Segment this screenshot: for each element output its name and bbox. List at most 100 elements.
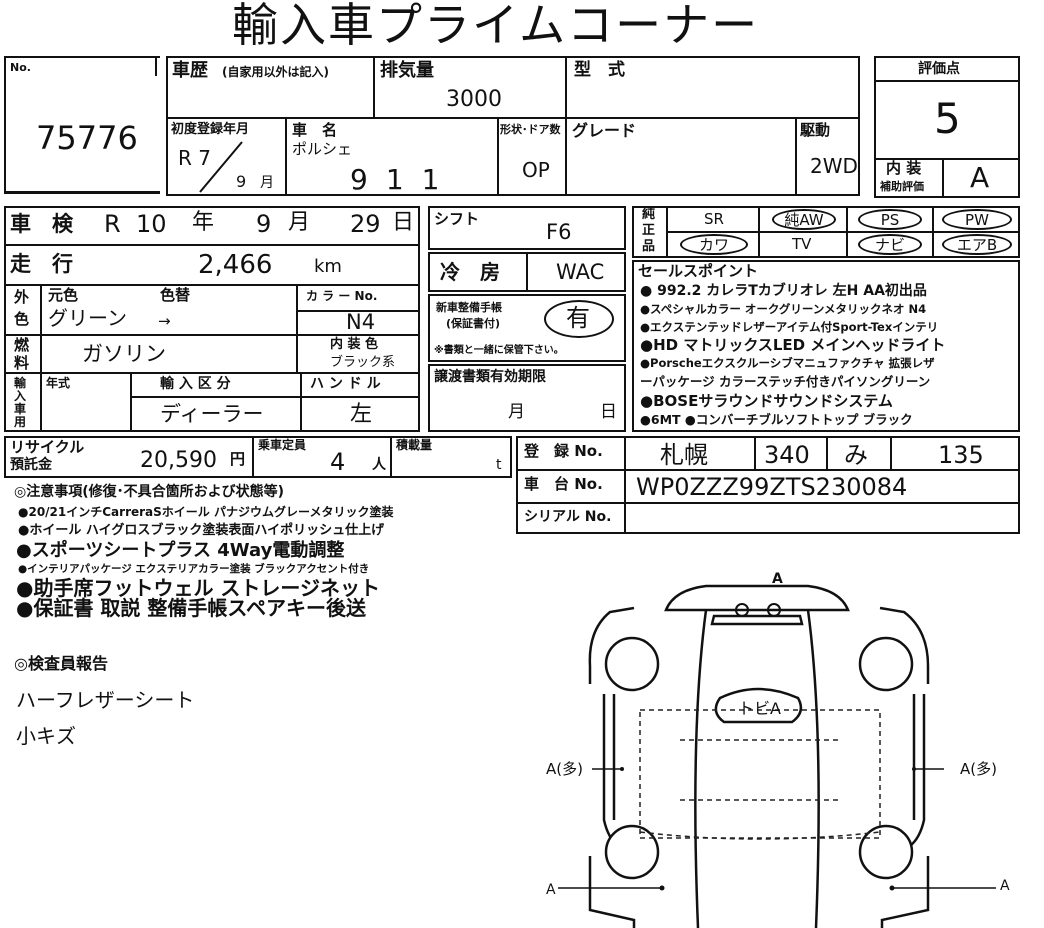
shift-value: F6 [546, 220, 572, 244]
transfer-doc-box [428, 364, 626, 432]
note-3: ●スポーツシートプラス 4Way電動調整 [16, 540, 345, 561]
lot-number-label: No. [10, 61, 31, 74]
shift-label: シフト [434, 210, 480, 228]
serial-label: シリアル No. [524, 509, 612, 525]
inspection-year: 10 [136, 210, 167, 238]
inspection-month-unit: 月 [288, 210, 311, 235]
first-reg-month-unit: 月 [260, 175, 274, 191]
registration-box [516, 436, 1020, 534]
import-side-3: 車 [14, 402, 27, 416]
recycle-label-1: リサイクル [10, 438, 85, 456]
shift-box [428, 206, 626, 250]
equip-aw-oval: 純AW [772, 209, 836, 230]
equipment-side-1: 純 [642, 207, 656, 222]
maker: ポルシェ [292, 140, 353, 158]
history-note: (自家用以外は記入) [222, 65, 329, 79]
diagram-mark-top: A [772, 571, 783, 587]
sales-point-8: ●6MT ●コンバーチブルソフトトップ ブラック [640, 412, 913, 427]
displacement-value: 3000 [446, 87, 502, 112]
import-class-label: 輸 入 区 分 [160, 376, 231, 392]
first-reg-label: 初度登録年月 [171, 122, 250, 137]
service-label-1: 新車整備手帳 [436, 301, 502, 314]
exterior-side-1: 外 [14, 288, 30, 306]
import-side-4: 用 [14, 415, 27, 429]
mileage-value: 2,466 [198, 250, 273, 280]
lot-number: 75776 [36, 119, 138, 157]
inspection-day-unit: 日 [392, 210, 415, 235]
equip-navi: ナビ [874, 236, 905, 254]
recycle-label-2: 預託金 [10, 457, 52, 473]
inspector-note-1: ハーフレザーシート [16, 688, 195, 712]
note-4: ●インテリアパッケージ エクステリアカラー塗装 ブラックアクセント付き [18, 563, 370, 575]
service-value-oval [544, 300, 614, 338]
equip-tv: TV [792, 235, 812, 253]
capacity-unit: 人 [372, 457, 386, 473]
capacity-label: 乗車定員 [258, 438, 307, 452]
diagram-mark-left-side: A(多) [546, 760, 583, 778]
ac-label: 冷 房 [440, 260, 500, 284]
inspection-label: 車 検 [10, 212, 73, 236]
inspector-heading: ◎検査員報告 [14, 654, 108, 673]
recycle-unit: 円 [230, 450, 246, 468]
equip-ps: PS [880, 211, 900, 229]
fuel-side-1: 燃 [14, 336, 30, 354]
diagram-mark-right-side: A(多) [960, 760, 997, 778]
color-no-label: カ ラ ー No. [306, 289, 378, 303]
interior-grade: A [970, 161, 990, 194]
inspection-month: 9 [256, 210, 272, 238]
ac-value: WAC [556, 260, 605, 284]
sales-point-6: ーパッケージ カラーステッチ付きパイソングリーン [640, 374, 931, 389]
model-label: 型 式 [574, 60, 625, 80]
equip-pw: PW [965, 211, 989, 229]
equip-navi-oval: ナビ [858, 234, 922, 255]
import-class-value: ディーラー [160, 402, 264, 426]
first-reg-month: 9 [236, 172, 247, 191]
drive-label: 駆動 [800, 121, 831, 139]
equip-leather-oval: カワ [680, 234, 748, 255]
sales-point-7: ●BOSEサラウンドサウンドシステム [640, 392, 893, 410]
color-arrow: → [158, 312, 171, 330]
recycle-box [4, 436, 512, 478]
service-book-box [428, 294, 626, 362]
equip-airbag: エアB [956, 236, 998, 254]
reg-place: 札幌 [660, 441, 708, 469]
car-damage-diagram [558, 584, 996, 928]
diagram-mark-roof: トビA [738, 699, 781, 718]
equip-leather: カワ [698, 236, 729, 254]
inspector-note-2: 小キズ [16, 724, 76, 748]
inspection-day: 29 [350, 210, 381, 238]
int-color-label: 内 装 色 [330, 337, 379, 352]
nenshiki-label: 年式 [46, 376, 71, 390]
grade-label: グレード [572, 121, 637, 140]
lot-number-box: No. 75776 [4, 56, 160, 194]
mileage-unit: km [314, 256, 342, 277]
import-side-1: 輸 [14, 376, 27, 390]
color-no: N4 [346, 310, 376, 334]
drive-value: 2WD [810, 154, 858, 178]
diagram-mark-bottom-left: A [546, 882, 556, 898]
equipment-side-2: 正 [642, 223, 656, 238]
first-reg-era: R 7 [178, 146, 211, 170]
reg-class: 340 [764, 441, 810, 469]
notes-heading: ◎注意事項(修復･不具合箇所および状態等) [14, 484, 285, 500]
shape-value: OP [522, 158, 550, 182]
chassis-value: WP0ZZZ99ZTS230084 [636, 473, 908, 501]
transfer-day: 日 [600, 402, 617, 422]
inspection-year-unit: 年 [192, 210, 215, 235]
sales-point-4: ●HD マトリックスLED メインヘッドライト [640, 336, 946, 354]
sales-points-label: セールスポイント [638, 262, 759, 280]
service-label-2: (保証書付) [446, 317, 501, 330]
evaluation-label: 評価点 [918, 61, 960, 77]
vehicle-detail-grid [4, 206, 420, 432]
reg-kana: み [844, 441, 868, 469]
service-note: ※書類と一緒に保管下さい。 [434, 345, 564, 356]
chassis-label: 車 台 No. [524, 475, 603, 493]
service-value: 有 [566, 304, 590, 332]
interior-label: 内 装 [886, 159, 922, 177]
load-unit: t [496, 457, 502, 473]
reg-number: 135 [938, 441, 984, 469]
diagram-mark-bottom-right: A [1000, 878, 1010, 894]
history-label: 車歴 [172, 60, 208, 81]
note-5: ●助手席フットウェル ストレージネット [16, 576, 381, 600]
interior-sub: 補助評価 [880, 180, 924, 193]
